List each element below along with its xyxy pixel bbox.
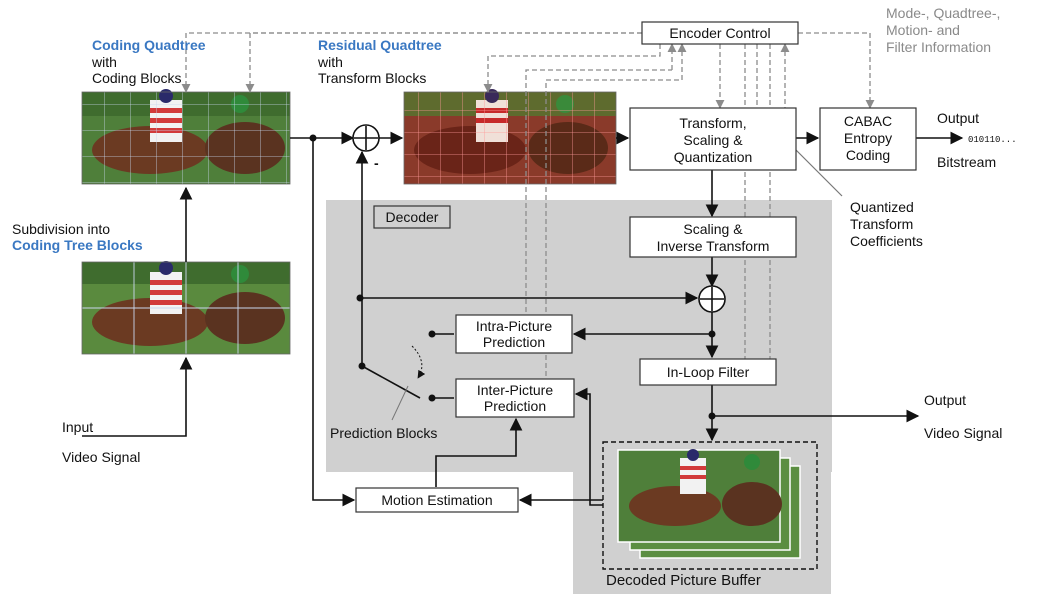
subtraction-node bbox=[352, 124, 380, 152]
coding-blocks-label: Coding Blocks bbox=[92, 70, 182, 86]
side-info-line2: Motion- and bbox=[886, 22, 960, 38]
side-info-line1: Mode-, Quadtree-, bbox=[886, 5, 1000, 21]
residual-quadtree-label: Residual Quadtree bbox=[318, 37, 442, 53]
input-label: Input bbox=[62, 419, 93, 435]
scaling-inverse-label-line2: Inverse Transform bbox=[657, 238, 770, 254]
side-info-line3: Filter Information bbox=[886, 39, 991, 55]
scaling-inverse-label-line1: Scaling & bbox=[683, 221, 743, 237]
addition-node bbox=[698, 285, 726, 313]
prediction-blocks-label: Prediction Blocks bbox=[330, 425, 437, 441]
input-video-signal-label: Video Signal bbox=[62, 449, 140, 465]
coding-with-label: with bbox=[91, 54, 117, 70]
minus-sign: - bbox=[374, 155, 379, 171]
subdivision-label: Subdivision into bbox=[12, 221, 110, 237]
intra-picture-prediction-block: Intra-Picture Prediction bbox=[455, 314, 573, 354]
output-video-signal-label: Video Signal bbox=[924, 425, 1002, 441]
transform-label-line3: Quantization bbox=[674, 149, 753, 165]
junction-dots bbox=[309, 134, 716, 420]
coding-quadtree-label: Coding Quadtree bbox=[92, 37, 206, 53]
residual-quadtree-picture bbox=[403, 89, 617, 185]
encoder-control-block: Encoder Control bbox=[641, 21, 799, 45]
residual-with-label: with bbox=[317, 54, 343, 70]
decoded-picture-buffer-label: Decoded Picture Buffer bbox=[606, 572, 761, 589]
transform-label-line1: Transform, bbox=[679, 115, 746, 131]
decoder-label: Decoder bbox=[386, 209, 439, 225]
transform-label-line2: Scaling & bbox=[683, 132, 743, 148]
quantized-coeffs-line2: Transform bbox=[850, 216, 913, 232]
quantized-coeffs-line3: Coefficients bbox=[850, 233, 923, 249]
scaling-inverse-transform-block: Scaling & Inverse Transform bbox=[629, 216, 797, 258]
bitstream-label: Bitstream bbox=[937, 154, 996, 170]
encoder-control-label: Encoder Control bbox=[669, 25, 770, 41]
cabac-block: CABAC Entropy Coding bbox=[819, 107, 917, 171]
output-video-label: Output bbox=[924, 392, 966, 408]
coding-quadtree-picture bbox=[81, 89, 291, 185]
output-bitstream-label: Output bbox=[937, 110, 979, 126]
motion-estimation-block: Motion Estimation bbox=[355, 487, 519, 513]
cabac-label-line2: Entropy bbox=[844, 130, 892, 146]
in-loop-filter-block: In-Loop Filter bbox=[639, 358, 777, 386]
inter-label-line2: Prediction bbox=[484, 398, 546, 414]
motion-estimation-label: Motion Estimation bbox=[381, 492, 492, 508]
cabac-label-line1: CABAC bbox=[844, 113, 892, 129]
inter-picture-prediction-block: Inter-Picture Prediction bbox=[455, 378, 575, 418]
transform-block: Transform, Scaling & Quantization bbox=[629, 107, 797, 171]
in-loop-filter-label: In-Loop Filter bbox=[667, 364, 750, 380]
signal-lines bbox=[82, 131, 964, 507]
decoder-label-box: Decoder bbox=[373, 205, 451, 229]
transform-blocks-label: Transform Blocks bbox=[318, 70, 426, 86]
intra-label-line2: Prediction bbox=[483, 334, 545, 350]
bitstream-bits: 010110... bbox=[968, 135, 1017, 145]
inter-label-line1: Inter-Picture bbox=[477, 382, 553, 398]
intra-label-line1: Intra-Picture bbox=[476, 318, 552, 334]
cabac-label-line3: Coding bbox=[846, 147, 890, 163]
decoded-picture-buffer-stack bbox=[602, 441, 818, 570]
coding-tree-blocks-picture bbox=[81, 261, 291, 355]
quantized-coeffs-line1: Quantized bbox=[850, 199, 914, 215]
coding-tree-blocks-label: Coding Tree Blocks bbox=[12, 237, 143, 253]
